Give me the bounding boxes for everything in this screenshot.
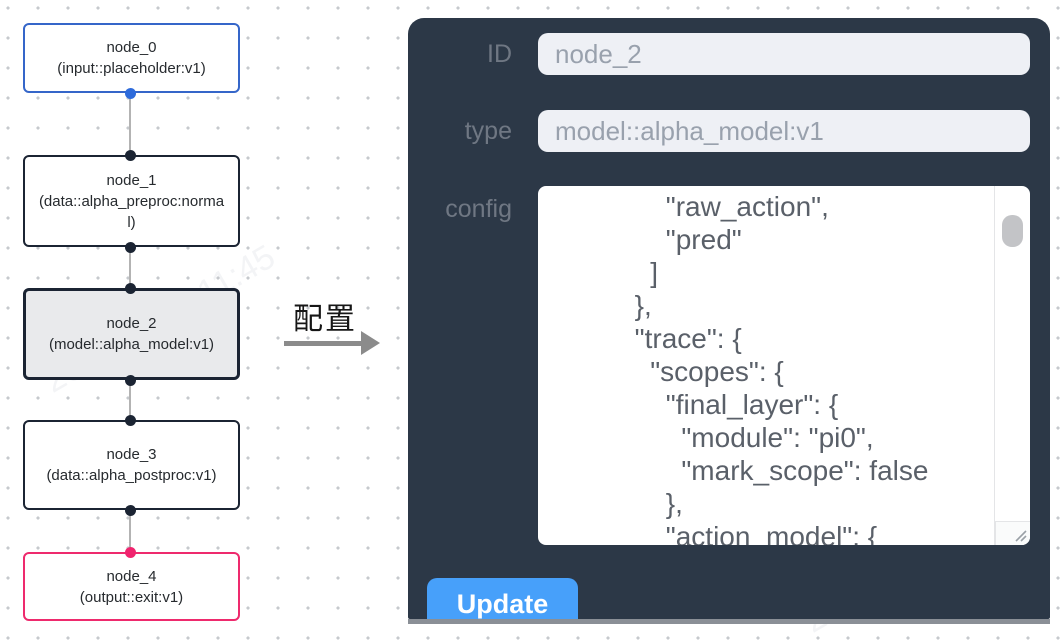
resize-grip-icon[interactable] (1012, 527, 1028, 543)
edge-connector (129, 93, 131, 155)
id-field-label: ID (487, 40, 512, 68)
node-node_1[interactable]: node_1 (data::alpha_preproc:normal) (23, 155, 240, 247)
config-arrow-icon (284, 341, 362, 346)
node-node_3[interactable]: node_3 (data::alpha_postproc:v1) (23, 420, 240, 510)
update-button[interactable]: Update (427, 578, 578, 619)
config-json-text[interactable]: "raw_action", "pred" ] }, "trace": { "sc… (634, 191, 929, 545)
edge-connector (129, 510, 131, 552)
node-title: node_1 (106, 171, 157, 189)
scrollbar-corner (995, 521, 1030, 545)
edge-connector (129, 247, 131, 288)
port-dot[interactable] (125, 283, 136, 294)
scrollbar-track-divider (994, 186, 995, 545)
port-dot[interactable] (125, 150, 136, 161)
node-subtitle: (data::alpha_preproc:normal) (38, 192, 225, 231)
config-field-label: config (445, 195, 512, 223)
node-subtitle: (model::alpha_model:v1) (48, 336, 215, 353)
node-title: node_0 (106, 39, 157, 56)
port-dot[interactable] (125, 415, 136, 426)
node-title: node_4 (106, 567, 157, 585)
config-panel: ID type config "raw_action", "pred" ] },… (408, 18, 1050, 619)
node-title: node_3 (106, 446, 157, 463)
node-subtitle: (data::alpha_postproc:v1) (46, 467, 217, 484)
config-arrow-icon (361, 331, 380, 355)
config-annotation-label: 配置 (293, 303, 357, 336)
port-dot[interactable] (125, 505, 136, 516)
id-input[interactable] (538, 33, 1030, 75)
node-node_0[interactable]: node_0 (input::placeholder:v1) (23, 23, 240, 93)
node-node_4[interactable]: node_4 (output::exit:v1) (23, 552, 240, 621)
port-dot[interactable] (125, 242, 136, 253)
node-title: node_2 (106, 315, 157, 332)
port-dot[interactable] (125, 88, 136, 99)
node-subtitle: (output::exit:v1) (79, 588, 184, 606)
type-input[interactable] (538, 110, 1030, 152)
port-dot[interactable] (125, 547, 136, 558)
edge-connector (129, 380, 131, 420)
scrollbar-thumb[interactable] (1002, 215, 1023, 247)
port-dot[interactable] (125, 375, 136, 386)
node-subtitle: (input::placeholder:v1) (57, 60, 206, 77)
node-node_2-selected[interactable]: node_2 (model::alpha_model:v1) (23, 288, 240, 380)
panel-bottom-edge (408, 619, 1050, 624)
config-editor[interactable]: "raw_action", "pred" ] }, "trace": { "sc… (538, 186, 1030, 545)
type-field-label: type (464, 117, 512, 145)
